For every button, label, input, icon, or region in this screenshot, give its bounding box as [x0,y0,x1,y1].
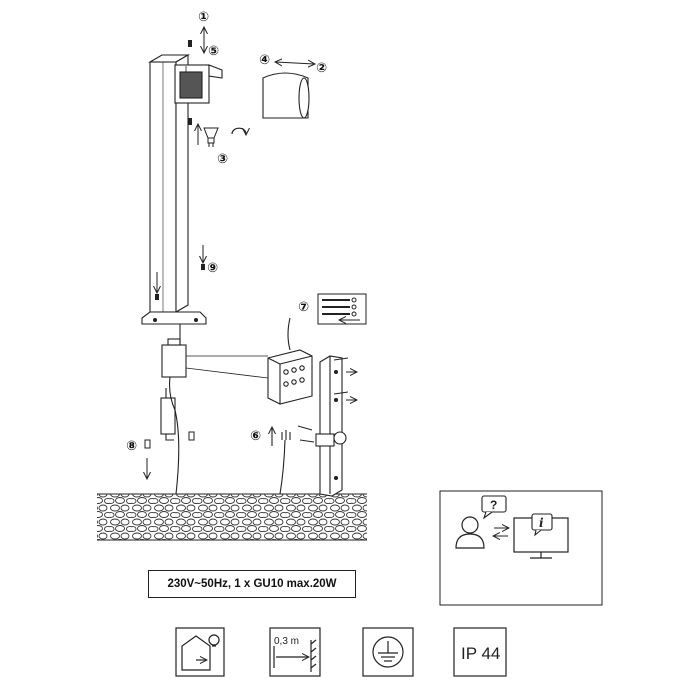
detail-leader-lines [185,355,269,379]
help-panel: ? i [439,490,603,606]
anchor-screws [297,357,356,443]
lamp-shade [262,72,310,119]
step-number-1: ① [198,10,209,25]
question-mark: ? [490,498,497,512]
ip-rating-label: IP 44 [461,644,500,663]
exchange-arrows-icon [494,528,508,536]
ip-rating-box [453,627,507,677]
min-distance-symbol [269,627,321,677]
info-bubble-icon [531,513,553,537]
mounting-bracket [315,431,347,447]
step-number-4: ④ [259,53,270,68]
info-mark: i [539,516,544,530]
post-base-plate [141,311,207,325]
question-bubble-icon [481,495,507,520]
min-distance-label: 0,3 m [274,636,299,647]
mains-cable [272,428,291,495]
step-number-9: ⑨ [207,261,218,276]
top-screw [188,40,192,47]
step-number-6: ⑥ [250,429,261,444]
step-number-7: ⑦ [298,300,309,315]
step-number-5: ⑤ [208,44,219,59]
earth-ground-symbol [362,627,414,677]
lamp-post [147,54,191,313]
step-8-arrows [145,431,195,478]
lamp-head-housing [174,64,223,104]
ground-gravel [97,493,367,541]
rotate-icon [231,127,246,134]
step-number-3: ③ [217,152,228,167]
step-number-8: ⑧ [126,439,137,454]
step-number-2: ② [316,61,327,76]
monitor-icon [513,517,569,559]
side-screw [188,118,192,125]
indoor-outdoor-symbol [175,627,225,677]
wiring-legend [317,293,367,325]
junction-box-detail [267,317,313,405]
ground-junction-box [160,324,187,495]
user-icon [455,516,485,549]
step-9-arrows [155,245,205,300]
electrical-specs: 230V~50Hz, 1 x GU10 max.20W [148,570,356,598]
ground-anchor-plate [319,355,343,497]
gu10-bulb [198,125,219,147]
step-2-4-arrow [276,62,314,64]
